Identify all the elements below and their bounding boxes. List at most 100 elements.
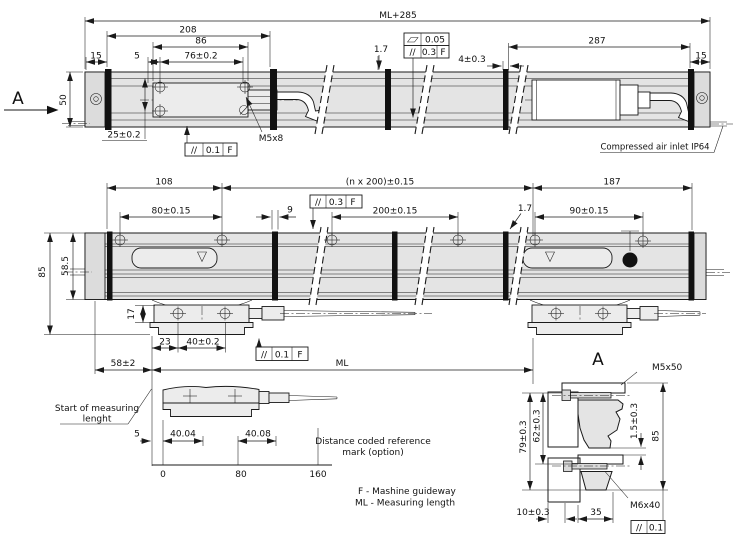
dim-25: 25±0.2 bbox=[107, 131, 140, 141]
legend: F - Mashine guideway ML - Measuring leng… bbox=[355, 487, 456, 509]
dim-15-left: 15 bbox=[90, 52, 101, 62]
inspection-mark-icon bbox=[197, 251, 207, 263]
tolerance-frame-foot: // 0.1 F bbox=[255, 338, 309, 361]
parallelism-symbol: // bbox=[261, 351, 268, 361]
head-body-side bbox=[162, 385, 260, 404]
dim-287: 287 bbox=[588, 37, 605, 47]
view-direction-arrow: A bbox=[4, 89, 59, 115]
dim-10: 10±0.3 bbox=[516, 508, 549, 518]
mounting-unit-top bbox=[525, 79, 696, 123]
dim-n200: (n x 200)±0.15 bbox=[346, 178, 415, 188]
label-m6x40: M6x40 bbox=[630, 501, 661, 511]
note-distance-coded-1: Distance coded reference bbox=[315, 437, 431, 447]
dim-85-front: 85 bbox=[38, 266, 48, 277]
dim-187: 187 bbox=[603, 178, 620, 188]
dimension-lines-front bbox=[47, 185, 692, 373]
dim-5: 5 bbox=[134, 52, 140, 62]
dim-76: 76±0.2 bbox=[184, 52, 217, 62]
start-ml-label-1: Start of measuring bbox=[55, 404, 139, 414]
reference-cross-icons bbox=[183, 389, 242, 403]
note-distance-coded-2: mark (option) bbox=[342, 448, 404, 458]
detail-title: A bbox=[592, 350, 604, 370]
extension-lines-refmark bbox=[162, 420, 319, 465]
tick-0: 0 bbox=[160, 470, 166, 480]
extrusion-lines bbox=[105, 243, 694, 297]
head-base-side bbox=[162, 402, 260, 417]
tolerance-frame-detail: // 0.1 bbox=[630, 520, 666, 534]
legend-f: F - Mashine guideway bbox=[358, 487, 456, 497]
dim-62: 62±0.3 bbox=[533, 409, 543, 442]
tolerance-frame-mid: // 0.3 F bbox=[309, 194, 363, 229]
parallelism-symbol: // bbox=[409, 48, 416, 58]
flatness-value: 0.05 bbox=[425, 36, 445, 46]
mounting-foot-right bbox=[527, 299, 706, 335]
dimension-lines-detail bbox=[527, 371, 666, 522]
dim-5-refmark: 5 bbox=[134, 430, 140, 440]
dim-9: 9 bbox=[287, 206, 293, 216]
break-lines-front bbox=[308, 226, 529, 306]
encoder-profile-section bbox=[577, 399, 624, 449]
end-cap-left bbox=[84, 71, 106, 128]
cable-plug bbox=[268, 392, 290, 403]
dimension-lines-refmark bbox=[140, 438, 332, 466]
dim-58-5: 58.5 bbox=[61, 256, 71, 276]
cable-connector bbox=[258, 391, 270, 404]
parallelism-value: 0.1 bbox=[275, 351, 289, 361]
dimension-lines-top bbox=[66, 18, 724, 153]
dim-35: 35 bbox=[590, 508, 601, 518]
dim-208: 208 bbox=[179, 26, 196, 36]
dim-90: 90±0.15 bbox=[569, 207, 608, 217]
scale-slot-left bbox=[131, 247, 218, 269]
dim-80: 80±0.15 bbox=[151, 207, 190, 217]
dim-85-detail: 85 bbox=[652, 430, 662, 441]
tick-160: 160 bbox=[309, 470, 326, 480]
parallelism-value: 0.3 bbox=[422, 48, 436, 58]
parallelism-value: 0.1 bbox=[206, 146, 220, 156]
air-port-icon bbox=[90, 93, 102, 105]
reference-mark-dot bbox=[621, 230, 639, 268]
head-screws-top bbox=[151, 79, 254, 119]
tolerance-frame-top: 0.05 // 0.3 F bbox=[403, 32, 450, 118]
reading-head-front bbox=[149, 299, 432, 335]
start-ml-label-2: lenght bbox=[83, 415, 112, 425]
air-tube-right-front bbox=[706, 269, 730, 276]
dim-ml285: ML+285 bbox=[379, 11, 417, 21]
dim-23: 23 bbox=[159, 338, 170, 348]
scale-slot-right bbox=[522, 247, 613, 269]
dim-1-7-front: 1.7 bbox=[518, 204, 532, 214]
datum-letter: F bbox=[440, 48, 445, 58]
dim-40: 40±0.2 bbox=[186, 338, 219, 348]
legend-ml: ML - Measuring length bbox=[355, 499, 455, 509]
reference-mark-view: Start of measuring lenght 5 40.04 40.08 … bbox=[55, 385, 431, 480]
dim-58-2: 58±2 bbox=[111, 359, 136, 369]
dim-ml: ML bbox=[336, 359, 349, 369]
end-cap-right-front bbox=[693, 232, 707, 300]
parallelism-symbol: // bbox=[315, 198, 322, 208]
top-view: A 0.05 // 0.3 F // 0.1 F ML+28 bbox=[4, 11, 733, 157]
mounting-clamps-front bbox=[107, 231, 694, 301]
air-port-icon bbox=[696, 92, 708, 104]
mounting-clamps-top bbox=[105, 69, 694, 130]
inspection-mark-icon bbox=[545, 251, 555, 263]
parallelism-symbol: // bbox=[191, 146, 198, 156]
parallelism-symbol: // bbox=[636, 524, 643, 534]
dim-86: 86 bbox=[195, 37, 207, 47]
label-m5x50: M5x50 bbox=[652, 363, 683, 373]
dim-79: 79±0.3 bbox=[519, 420, 529, 453]
view-arrow-label: A bbox=[12, 89, 24, 109]
label-air-inlet: Compressed air inlet IP64 bbox=[600, 143, 709, 153]
dim-200: 200±0.15 bbox=[373, 207, 418, 217]
tick-80: 80 bbox=[235, 470, 247, 480]
dim-1-5: 1.5±0.3 bbox=[630, 403, 640, 439]
datum-letter: F bbox=[350, 198, 355, 208]
datum-letter: F bbox=[227, 146, 232, 156]
label-m5x8: M5x8 bbox=[259, 134, 284, 144]
parallelism-value: 0.3 bbox=[329, 198, 343, 208]
detail-a-view: A bbox=[516, 350, 683, 534]
tolerance-frame-head: // 0.1 F bbox=[184, 126, 238, 157]
dim-4: 4±0.3 bbox=[458, 55, 486, 65]
air-tube-right bbox=[710, 121, 733, 127]
parallelism-value: 0.1 bbox=[649, 524, 663, 534]
